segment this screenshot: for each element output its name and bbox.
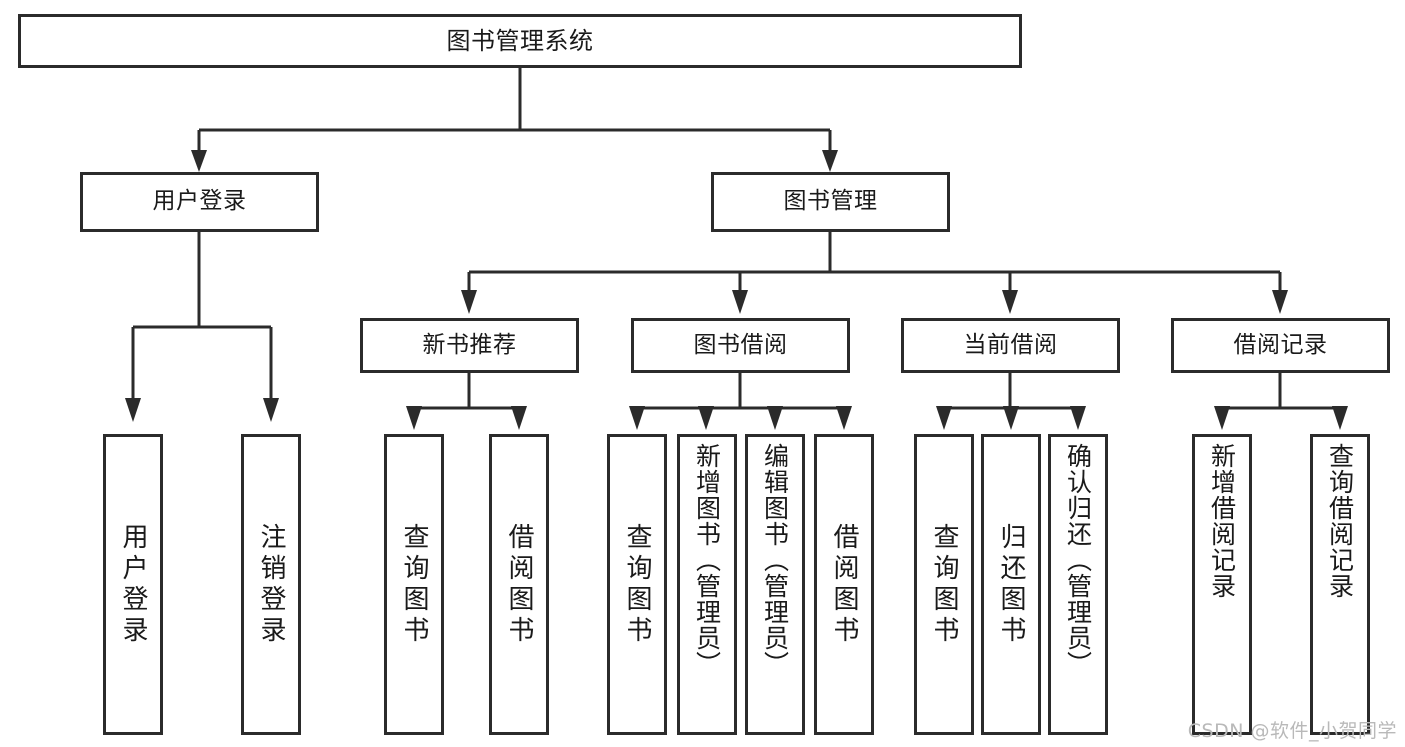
- arrow-return-book: [1003, 406, 1019, 430]
- arrow-book-manage: [822, 150, 838, 172]
- arrow-borrow-record: [1272, 290, 1288, 314]
- arrow-new-book-rec: [461, 290, 477, 314]
- node-leaf-borrow-book-1-label: 借阅图书: [504, 522, 534, 647]
- node-leaf-add-record[interactable]: 新增借阅记录: [1192, 434, 1252, 735]
- node-book-borrow[interactable]: 图书借阅: [631, 318, 850, 373]
- arrow-borrow-book-1: [511, 406, 527, 430]
- node-current-borrow[interactable]: 当前借阅: [901, 318, 1120, 373]
- node-leaf-return-book[interactable]: 归还图书: [981, 434, 1041, 735]
- node-leaf-user-login[interactable]: 用户登录: [103, 434, 163, 735]
- arrow-edit-book: [767, 406, 783, 430]
- node-leaf-query-book-1-label: 查询图书: [399, 522, 429, 647]
- node-leaf-confirm-return-label: 确认归还（管理员）: [1063, 443, 1093, 677]
- arrow-current-borrow: [1002, 290, 1018, 314]
- node-user-login[interactable]: 用户登录: [80, 172, 319, 232]
- node-leaf-borrow-book-2[interactable]: 借阅图书: [814, 434, 874, 735]
- arrow-leaf-logout: [263, 398, 279, 422]
- node-leaf-add-record-label: 新增借阅记录: [1207, 443, 1237, 599]
- node-borrow-record-label: 借阅记录: [1233, 331, 1328, 358]
- arrow-add-book: [698, 406, 714, 430]
- node-new-book-rec-label: 新书推荐: [422, 331, 517, 358]
- node-leaf-add-book[interactable]: 新增图书（管理员）: [677, 434, 737, 735]
- node-leaf-confirm-return[interactable]: 确认归还（管理员）: [1048, 434, 1108, 735]
- node-leaf-return-book-label: 归还图书: [996, 522, 1026, 647]
- node-root-label: 图书管理系统: [446, 26, 594, 55]
- node-leaf-query-book-2-label: 查询图书: [622, 522, 652, 647]
- node-borrow-record[interactable]: 借阅记录: [1171, 318, 1390, 373]
- node-leaf-logout-label: 注销登录: [256, 522, 286, 647]
- arrow-confirm-return: [1070, 406, 1086, 430]
- node-leaf-edit-book[interactable]: 编辑图书（管理员）: [745, 434, 805, 735]
- arrow-leaf-user-login: [125, 398, 141, 422]
- arrow-book-borrow: [732, 290, 748, 314]
- node-book-borrow-label: 图书借阅: [693, 331, 788, 358]
- arrow-query-book-3: [936, 406, 952, 430]
- node-current-borrow-label: 当前借阅: [963, 331, 1058, 358]
- node-leaf-borrow-book-1[interactable]: 借阅图书: [489, 434, 549, 735]
- arrow-query-book-1: [406, 406, 422, 430]
- node-leaf-add-book-label: 新增图书（管理员）: [692, 443, 722, 677]
- node-leaf-query-record[interactable]: 查询借阅记录: [1310, 434, 1370, 735]
- arrow-user-login: [191, 150, 207, 172]
- arrow-query-book-2: [629, 406, 645, 430]
- arrow-add-record: [1214, 406, 1230, 430]
- node-leaf-query-book-1[interactable]: 查询图书: [384, 434, 444, 735]
- node-book-manage[interactable]: 图书管理: [711, 172, 950, 232]
- node-leaf-query-book-3-label: 查询图书: [929, 522, 959, 647]
- node-leaf-borrow-book-2-label: 借阅图书: [829, 522, 859, 647]
- arrow-borrow-book-2: [836, 406, 852, 430]
- arrow-query-record: [1332, 406, 1348, 430]
- node-book-manage-label: 图书管理: [783, 188, 878, 215]
- node-leaf-query-record-label: 查询借阅记录: [1325, 443, 1355, 599]
- node-user-login-label: 用户登录: [152, 188, 247, 215]
- node-leaf-query-book-2[interactable]: 查询图书: [607, 434, 667, 735]
- node-root[interactable]: 图书管理系统: [18, 14, 1022, 68]
- node-new-book-rec[interactable]: 新书推荐: [360, 318, 579, 373]
- node-leaf-user-login-label: 用户登录: [118, 522, 148, 647]
- node-leaf-query-book-3[interactable]: 查询图书: [914, 434, 974, 735]
- node-leaf-edit-book-label: 编辑图书（管理员）: [760, 443, 790, 677]
- node-leaf-logout[interactable]: 注销登录: [241, 434, 301, 735]
